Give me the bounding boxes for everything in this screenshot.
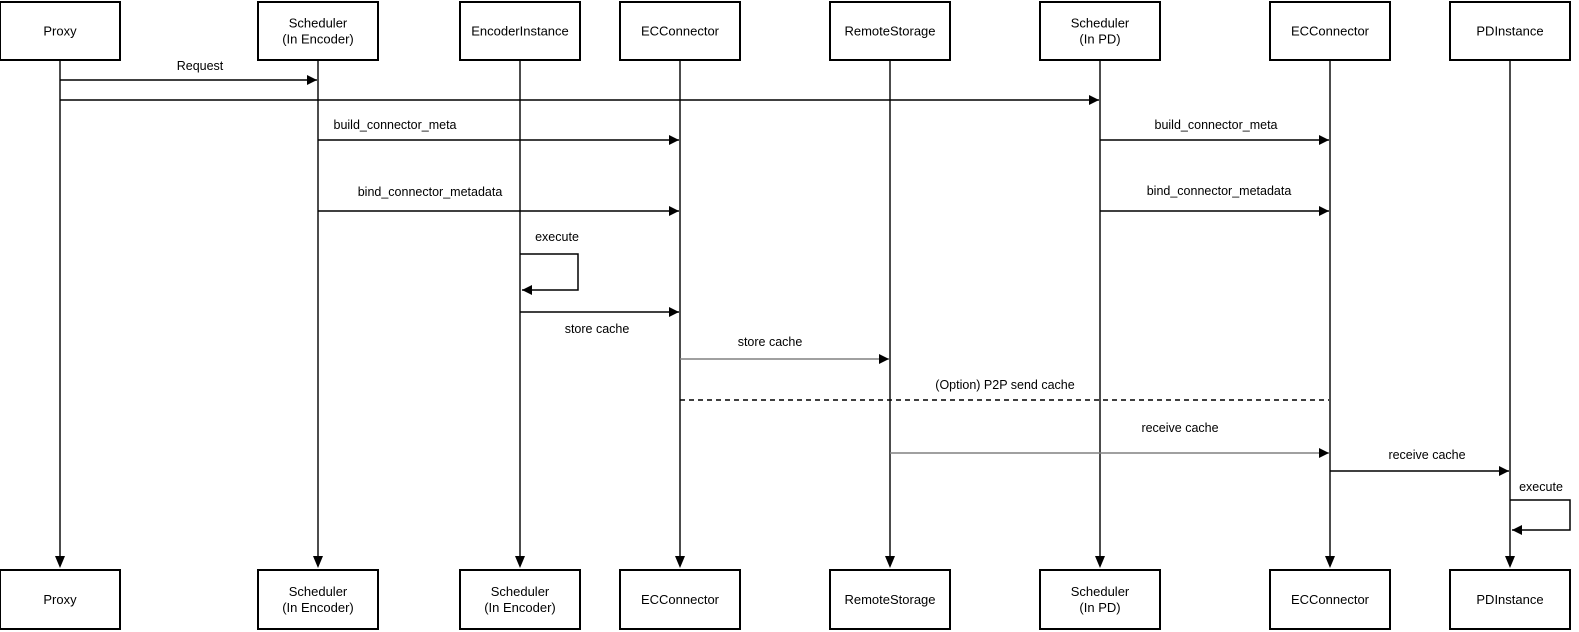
actor-label-top-remote-storage: RemoteStorage	[844, 24, 935, 39]
message-label-p2p-send-cache: (Option) P2P send cache	[935, 378, 1074, 392]
lifeline-arrowhead-icon	[675, 556, 685, 568]
lifeline-arrowhead-icon	[313, 556, 323, 568]
actor-label-bottom-pd-instance: PDInstance	[1476, 592, 1543, 607]
actor-box-bottom-ec-connector-2	[1269, 569, 1391, 630]
self-message-arrow-execute-encoder	[520, 253, 579, 295]
message-label-bind-connector-meta-pd: bind_connector_metadata	[1147, 184, 1292, 198]
message-label-store-cache-to-storage: store cache	[738, 335, 803, 349]
actor-box-top-scheduler-in-pd	[1039, 1, 1161, 61]
actor-box-top-encoder-instance	[459, 1, 581, 61]
actor-box-bottom-pd-instance	[1449, 569, 1571, 630]
actor-label-bottom-ec-connector-2: ECConnector	[1291, 592, 1370, 607]
lifeline-arrowhead-icon	[1095, 556, 1105, 568]
message-label-store-cache-to-connector: store cache	[565, 322, 630, 336]
actor-label-top-scheduler-in-pd: Scheduler(In PD)	[1071, 16, 1130, 47]
actor-label-bottom-scheduler-in-encoder: Scheduler(In Encoder)	[282, 584, 354, 615]
actor-label-top-pd-instance: PDInstance	[1476, 24, 1543, 39]
actor-label-bottom-proxy: Proxy	[43, 592, 77, 607]
message-label-bind-connector-meta-enc: bind_connector_metadata	[358, 185, 503, 199]
actor-label-top-scheduler-in-encoder: Scheduler(In Encoder)	[282, 16, 354, 47]
actor-box-top-scheduler-in-encoder	[257, 1, 379, 61]
lifeline-arrowhead-icon	[515, 556, 525, 568]
actor-box-top-pd-instance	[1449, 1, 1571, 61]
actor-box-top-remote-storage	[829, 1, 951, 61]
actor-box-bottom-ec-connector	[619, 569, 741, 630]
actor-label-top-encoder-instance: EncoderInstance	[471, 24, 569, 39]
message-label-execute-pd: execute	[1519, 480, 1563, 494]
lifeline-arrowhead-icon	[1325, 556, 1335, 568]
actor-box-bottom-remote-storage	[829, 569, 951, 630]
message-label-build-connector-meta-pd: build_connector_meta	[1155, 118, 1278, 132]
message-label-receive-cache-to-connector: receive cache	[1141, 421, 1218, 435]
actor-label-top-ec-connector: ECConnector	[641, 24, 720, 39]
lifeline-arrowhead-icon	[55, 556, 65, 568]
actor-label-bottom-encoder-instance: Scheduler(In Encoder)	[484, 584, 556, 615]
actor-label-bottom-remote-storage: RemoteStorage	[844, 592, 935, 607]
actor-box-bottom-scheduler-in-pd	[1039, 569, 1161, 630]
actor-label-top-ec-connector-2: ECConnector	[1291, 24, 1370, 39]
actor-label-bottom-scheduler-in-pd: Scheduler(In PD)	[1071, 584, 1130, 615]
lifeline-arrowhead-icon	[885, 556, 895, 568]
actor-box-top-ec-connector	[619, 1, 741, 61]
lifeline-arrowhead-icon	[1505, 556, 1515, 568]
actor-box-top-ec-connector-2	[1269, 1, 1391, 61]
actor-label-top-proxy: Proxy	[43, 24, 77, 39]
actor-box-bottom-scheduler-in-encoder	[257, 569, 379, 630]
message-label-receive-cache-to-pd: receive cache	[1388, 448, 1465, 462]
actor-box-top-proxy	[0, 1, 121, 61]
self-message-arrow-execute-pd	[1510, 499, 1571, 535]
message-label-request: Request	[177, 59, 224, 73]
message-label-build-connector-meta-enc: build_connector_meta	[334, 118, 457, 132]
actor-label-bottom-ec-connector: ECConnector	[641, 592, 720, 607]
actor-box-bottom-proxy	[0, 569, 121, 630]
actor-box-bottom-encoder-instance	[459, 569, 581, 630]
message-label-execute-encoder: execute	[535, 230, 579, 244]
